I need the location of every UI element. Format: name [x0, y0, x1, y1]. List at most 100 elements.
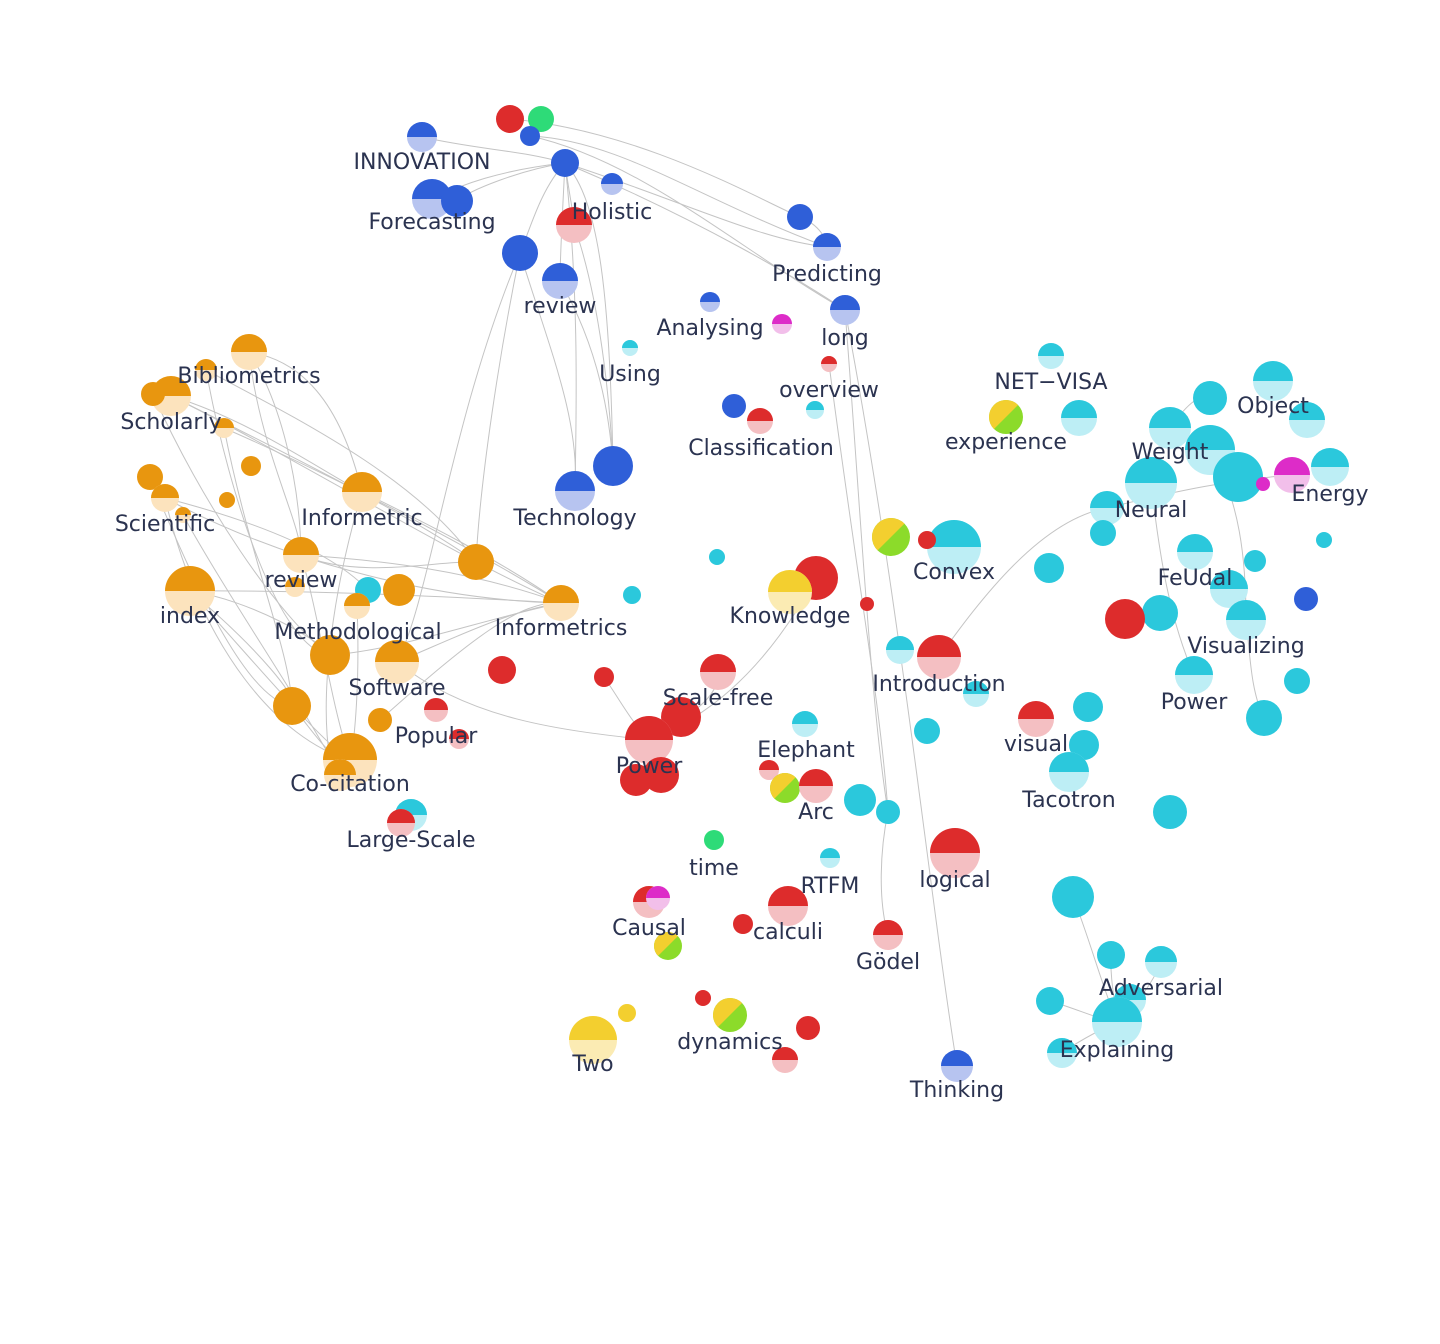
node-cyan[interactable] — [1244, 550, 1266, 572]
node-cyan[interactable] — [1193, 381, 1227, 415]
node-label-analysing[interactable]: Analysing — [656, 316, 763, 341]
node-label-introduction[interactable]: Introduction — [872, 672, 1005, 697]
node-using[interactable] — [622, 340, 638, 356]
node-label-convex[interactable]: Convex — [913, 560, 995, 585]
node-red[interactable] — [759, 760, 779, 780]
node-elephant[interactable] — [792, 711, 818, 737]
node-orange[interactable] — [241, 456, 261, 476]
node-neural[interactable] — [1125, 457, 1177, 509]
node-orange[interactable] — [219, 492, 235, 508]
node-red[interactable] — [733, 914, 753, 934]
node-label-energy[interactable]: Energy — [1291, 482, 1368, 507]
node-cyan[interactable] — [1246, 700, 1282, 736]
node-arc[interactable] — [799, 769, 833, 803]
node-orange[interactable] — [368, 708, 392, 732]
node-power-right[interactable] — [1175, 656, 1213, 694]
node-label-visualizing[interactable]: Visualizing — [1187, 634, 1304, 659]
node-label-review-left[interactable]: review — [265, 568, 338, 593]
node-overview[interactable] — [821, 356, 837, 372]
node-label-classification[interactable]: Classification — [688, 436, 834, 461]
node-energy[interactable] — [1311, 448, 1349, 486]
node-cyan[interactable] — [1090, 520, 1116, 546]
node-orange[interactable] — [310, 635, 350, 675]
node-cyan[interactable] — [914, 718, 940, 744]
node-visual[interactable] — [1018, 701, 1054, 737]
node-magenta[interactable] — [1256, 477, 1270, 491]
node-causal-y[interactable] — [654, 932, 682, 960]
node-label-bibliometrics[interactable]: Bibliometrics — [177, 364, 320, 389]
node-label-dynamics[interactable]: dynamics — [677, 1030, 783, 1055]
node-cyan[interactable] — [1142, 595, 1178, 631]
node-blue[interactable] — [722, 394, 746, 418]
node-orange[interactable] — [285, 577, 305, 597]
node-red[interactable] — [918, 531, 936, 549]
node-software[interactable] — [375, 640, 419, 684]
node-orange[interactable] — [273, 687, 311, 725]
node-cyan[interactable] — [709, 549, 725, 565]
node-red[interactable] — [488, 656, 516, 684]
node-cyan[interactable] — [1316, 532, 1332, 548]
node-label-neural[interactable]: Neural — [1115, 498, 1188, 523]
node-label-methodological[interactable]: Methodological — [274, 620, 441, 645]
node-label-netvisa[interactable]: NET−VISA — [994, 370, 1107, 395]
node-cyan[interactable] — [806, 401, 824, 419]
node-label-scholarly[interactable]: Scholarly — [120, 410, 221, 435]
node-calculi[interactable] — [768, 886, 808, 926]
node-weight[interactable] — [1149, 407, 1191, 449]
node-blue[interactable] — [593, 446, 633, 486]
node-cyan[interactable] — [1153, 795, 1187, 829]
node-godel[interactable] — [873, 920, 903, 950]
node-red[interactable] — [695, 990, 711, 1006]
node-classification[interactable] — [747, 408, 773, 434]
node-label-rtfm[interactable]: RTFM — [801, 874, 860, 899]
node-power[interactable] — [625, 716, 673, 764]
node-cyan[interactable] — [1289, 402, 1325, 438]
node-review-left[interactable] — [283, 537, 319, 573]
node-label-forecasting[interactable]: Forecasting — [368, 210, 495, 235]
node-rtfm[interactable] — [820, 848, 840, 868]
node-red[interactable] — [796, 1016, 820, 1040]
node-cyan[interactable] — [876, 800, 900, 824]
node-label-scalefree[interactable]: Scale-free — [663, 686, 774, 711]
node-label-index[interactable]: index — [160, 604, 220, 629]
node-orange[interactable] — [195, 359, 217, 381]
node-tacotron[interactable] — [1049, 752, 1089, 792]
node-label-godel[interactable]: Gödel — [856, 950, 920, 975]
node-label-explaining[interactable]: Explaining — [1060, 1038, 1175, 1063]
node-convex[interactable] — [927, 520, 981, 574]
node-label-predicting[interactable]: Predicting — [772, 262, 882, 287]
node-blue[interactable] — [502, 235, 538, 271]
node-label-object[interactable]: Object — [1237, 394, 1309, 419]
node-forecasting[interactable] — [412, 179, 452, 219]
node-cyan[interactable] — [1090, 491, 1124, 525]
node-orange[interactable] — [214, 418, 234, 438]
node-informetrics[interactable] — [543, 585, 579, 621]
node-object[interactable] — [1253, 361, 1293, 401]
node-orange[interactable] — [175, 507, 191, 523]
node-cyan[interactable] — [1097, 941, 1125, 969]
node-green[interactable] — [528, 106, 554, 132]
node-label-review-top[interactable]: review — [524, 294, 597, 319]
node-cyan[interactable] — [1036, 987, 1064, 1015]
node-orange[interactable] — [137, 464, 163, 490]
node-orange[interactable] — [458, 544, 494, 580]
node-dynamics[interactable] — [713, 998, 747, 1032]
node-label-experience[interactable]: experience — [945, 430, 1067, 455]
node-label-power-right[interactable]: Power — [1161, 690, 1228, 715]
node-cyan[interactable] — [1210, 570, 1248, 608]
node-cyan[interactable] — [1213, 452, 1263, 502]
node-label-weight[interactable]: Weight — [1132, 440, 1209, 465]
node-label-arc[interactable]: Arc — [798, 800, 834, 825]
node-cyan[interactable] — [1047, 1038, 1077, 1068]
node-predicting[interactable] — [813, 233, 841, 261]
node-visualizing[interactable] — [1226, 600, 1266, 640]
node-informetric[interactable] — [342, 472, 382, 512]
node-cyan[interactable] — [1069, 730, 1099, 760]
node-red[interactable] — [496, 105, 524, 133]
node-label-visual[interactable]: visual — [1004, 732, 1068, 757]
node-red[interactable] — [860, 597, 874, 611]
node-long[interactable] — [830, 295, 860, 325]
node-label-thinking[interactable]: Thinking — [909, 1078, 1004, 1103]
node-label-causal[interactable]: Causal — [612, 916, 686, 941]
node-red[interactable] — [661, 697, 701, 737]
